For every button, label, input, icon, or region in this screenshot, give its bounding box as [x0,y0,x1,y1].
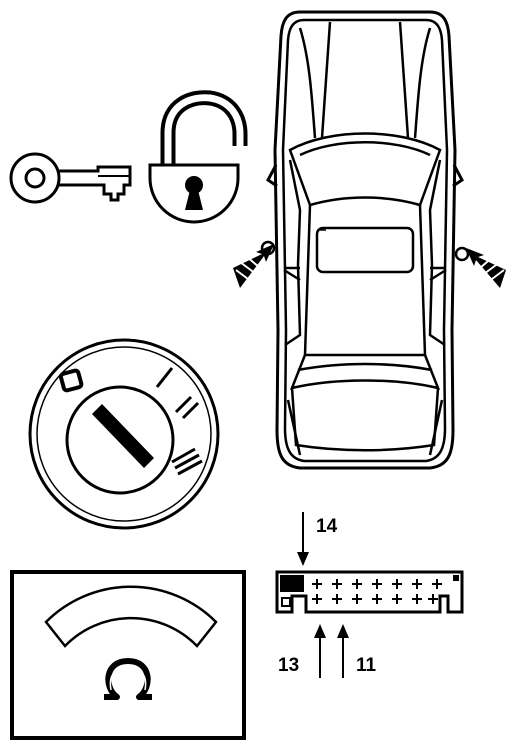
diagnostic-connector-icon [275,512,464,678]
door-lock-arrow-right-icon [466,248,506,288]
open-padlock-icon [148,90,248,224]
car-top-view [260,10,470,470]
oil-pressure-symbol-icon [10,570,246,740]
ignition-switch-icon [28,338,220,530]
connector-label-11: 11 [356,655,377,676]
door-lock-arrow-left-icon [233,244,274,288]
key-icon [9,152,132,204]
connector-label-13: 13 [278,655,299,676]
connector-label-14: 14 [316,516,338,537]
